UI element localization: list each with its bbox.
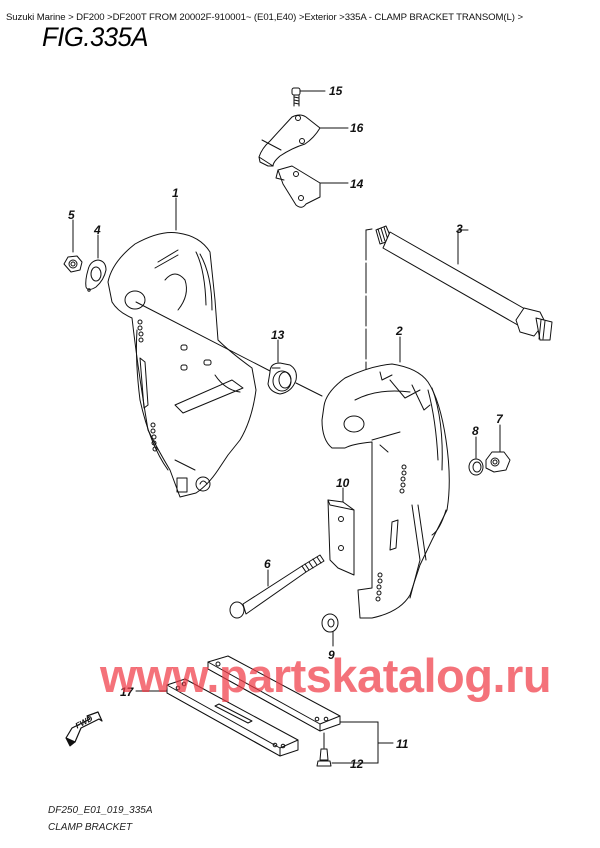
callout-17[interactable]: 17 [120, 685, 134, 699]
callout-10[interactable]: 10 [336, 476, 350, 490]
breadcrumb-separator: > [298, 12, 305, 23]
breadcrumb-item-suzuki-marine[interactable]: Suzuki Marine [6, 12, 66, 23]
plate-10-icon[interactable] [327, 499, 355, 576]
breadcrumb: Suzuki Marine > DF200 >DF200T FROM 20002… [6, 12, 523, 23]
figure-title: FIG.335A [42, 22, 148, 52]
breadcrumb-item-335a[interactable]: 335A - CLAMP BRACKET TRANSOM(L) [344, 12, 515, 23]
breadcrumb-item-exterior[interactable]: Exterior [304, 12, 337, 23]
callout-15[interactable]: 15 [329, 84, 343, 98]
callout-1[interactable]: 1 [172, 186, 179, 200]
breadcrumb-item-df200[interactable]: DF200 [76, 12, 105, 23]
callout-7[interactable]: 7 [496, 412, 503, 426]
nut-5-icon[interactable] [63, 255, 83, 273]
callout-5[interactable]: 5 [68, 208, 75, 222]
washer-8-icon[interactable] [468, 458, 484, 476]
clamp-bracket-left-1-icon[interactable] [107, 232, 257, 498]
breadcrumb-separator: > [107, 12, 113, 23]
figure-name: CLAMP BRACKET [48, 822, 133, 833]
nut-7-icon[interactable] [485, 451, 511, 473]
callout-2[interactable]: 2 [396, 324, 403, 338]
callout-3[interactable]: 3 [456, 222, 463, 236]
cover-16-icon[interactable] [258, 114, 321, 167]
callout-9[interactable]: 9 [328, 648, 335, 662]
bolt-15-icon[interactable] [291, 87, 301, 107]
breadcrumb-separator: > [68, 12, 74, 23]
clamp-bracket-right-2-icon[interactable] [321, 363, 450, 619]
breadcrumb-separator: > [517, 12, 523, 23]
callout-4[interactable]: 4 [94, 223, 101, 237]
fwd-arrow-icon [65, 711, 103, 747]
breadcrumb-item-df200t[interactable]: DF200T FROM 20002F-910001~ (E01,E40) [112, 12, 297, 23]
transom-plate-11-icon[interactable] [207, 655, 341, 732]
bushing-13-icon[interactable] [267, 362, 297, 395]
spacer-plate-17-icon[interactable] [166, 678, 299, 757]
bolt-6-icon[interactable] [229, 554, 325, 619]
tilt-tube-3-icon[interactable] [375, 225, 553, 341]
washer-9-icon[interactable] [321, 613, 339, 633]
callout-6[interactable]: 6 [264, 557, 271, 571]
bracket-14-icon[interactable] [275, 165, 321, 208]
callout-8[interactable]: 8 [472, 424, 479, 438]
washer-4-icon[interactable] [85, 259, 107, 292]
bolt-12-icon[interactable] [316, 732, 332, 767]
callout-12[interactable]: 12 [350, 757, 364, 771]
callout-13[interactable]: 13 [271, 328, 285, 342]
callout-11[interactable]: 11 [396, 737, 409, 751]
breadcrumb-separator: > [339, 12, 345, 23]
figure-code: DF250_E01_019_335A [48, 805, 153, 816]
callout-16[interactable]: 16 [350, 121, 364, 135]
callout-14[interactable]: 14 [350, 177, 364, 191]
